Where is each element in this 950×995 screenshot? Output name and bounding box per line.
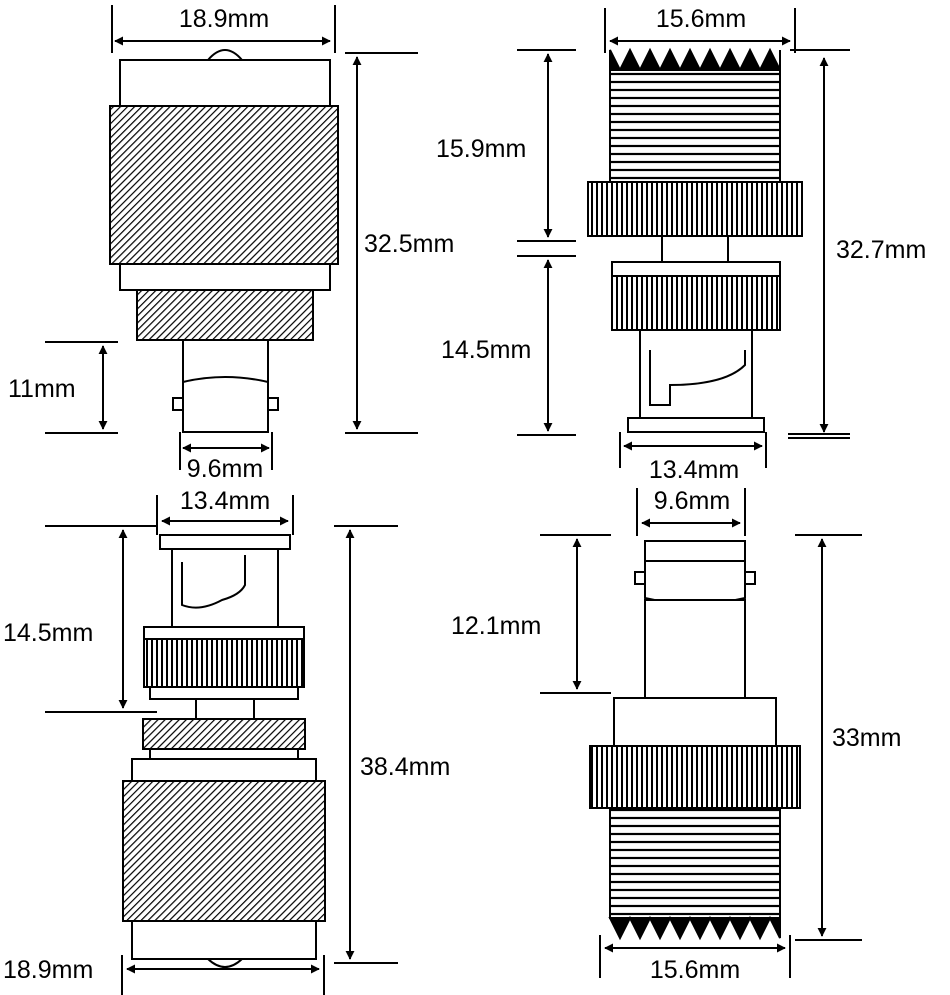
bl-upper-length-label: 14.5mm: [3, 619, 93, 647]
tr-neck: [661, 235, 729, 263]
tr-bayonet-ring: [611, 261, 781, 277]
br-upper-length-label: 12.1mm: [451, 612, 541, 640]
bl-neck: [195, 698, 255, 720]
tr-knurled-nut: [587, 181, 803, 237]
tl-pin-stub-left: [172, 397, 184, 411]
tl-dimensions: [45, 5, 418, 470]
bl-bayonet-knurl: [143, 638, 305, 688]
br-pin-sleeve: [644, 560, 746, 605]
bl-bottom-dome: [205, 958, 245, 968]
tr-lower-length-label: 14.5mm: [441, 336, 531, 364]
br-knurled-nut: [589, 745, 801, 809]
tl-pin-length-label: 11mm: [8, 375, 76, 403]
bl-width-top-label: 13.4mm: [180, 487, 270, 515]
bl-dimensions: [45, 495, 398, 995]
tl-pin-sleeve: [182, 376, 269, 433]
bl-washer: [149, 748, 299, 760]
bl-bayonet-ring: [143, 626, 305, 640]
tl-collar: [119, 263, 331, 291]
tr-bayonet-knurl: [611, 275, 781, 331]
tl-pin-width-label: 9.6mm: [187, 455, 263, 483]
br-pin-cap: [644, 540, 746, 562]
tl-pin-stub-right: [267, 397, 279, 411]
tr-width-bottom-label: 13.4mm: [649, 456, 739, 484]
br-width-bottom-label: 15.6mm: [650, 956, 740, 984]
br-collar: [613, 697, 777, 747]
tl-top-cap: [119, 59, 331, 107]
connector-top-right: [587, 47, 803, 433]
tl-main-body: [109, 105, 339, 265]
br-threaded-body: [609, 807, 781, 919]
tr-dimensions: [517, 8, 850, 468]
tr-bayonet-foot: [627, 417, 765, 433]
bl-main-body: [122, 780, 326, 922]
bl-nut: [142, 718, 306, 750]
tl-top-dome: [205, 49, 245, 61]
tl-pin-neck: [182, 339, 269, 383]
br-length-label: 33mm: [832, 724, 901, 752]
br-pin-stub-right: [744, 571, 756, 585]
bl-bayonet-base: [149, 686, 299, 700]
connector-top-left: [109, 49, 339, 433]
tr-upper-length-label: 15.9mm: [436, 135, 526, 163]
connector-bottom-right: [589, 540, 801, 941]
bl-bottom-cap: [131, 920, 317, 960]
bl-bayonet-slot: [181, 555, 246, 609]
bl-bayonet-head: [159, 534, 291, 550]
br-pin-stub-left: [634, 571, 646, 585]
bl-width-bottom-label: 18.9mm: [3, 956, 93, 984]
bl-bayonet-sleeve: [171, 548, 279, 628]
tr-width-top-label: 15.6mm: [656, 5, 746, 33]
tr-length-label: 32.7mm: [836, 236, 926, 264]
br-width-top-label: 9.6mm: [654, 487, 730, 515]
bl-length-label: 38.4mm: [360, 753, 450, 781]
tr-teeth: [609, 47, 781, 73]
br-dimensions: [540, 488, 862, 978]
tl-width-top-label: 18.9mm: [179, 5, 269, 33]
bl-collar: [131, 758, 317, 782]
connector-bottom-left: [122, 534, 326, 968]
br-pin-neck: [644, 599, 746, 699]
tr-threaded-body: [609, 69, 781, 183]
tr-bayonet-slot: [649, 350, 746, 406]
tl-length-label: 32.5mm: [364, 230, 454, 258]
br-teeth: [608, 915, 781, 941]
tl-nut: [136, 289, 314, 341]
